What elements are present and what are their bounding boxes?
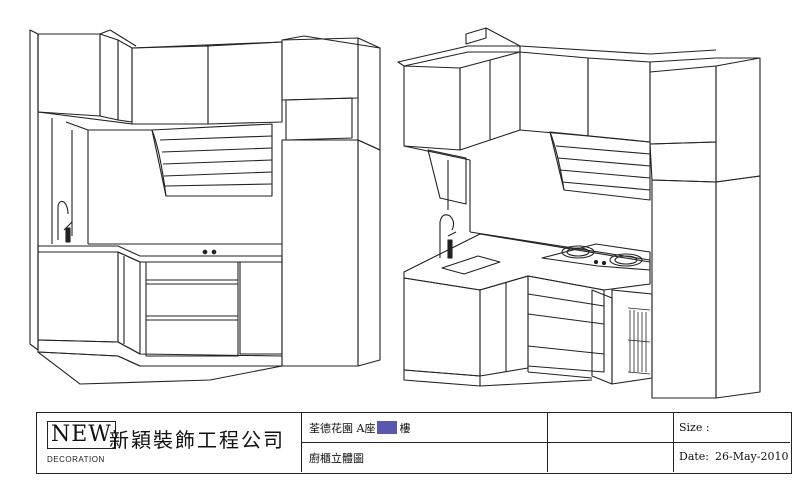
company-name: 新穎裝飾工程公司: [109, 428, 285, 452]
date-value: 26-May-2010: [715, 450, 789, 463]
size-label: Size :: [679, 421, 710, 434]
date-label: Date:: [679, 450, 710, 463]
project-name-suffix: 樓: [399, 422, 411, 435]
redaction-block: [377, 421, 398, 434]
title-block: NEW DECORATION 新穎裝飾工程公司 荃德花園 A座 樓 廚櫃立體圖 S…: [36, 412, 792, 474]
left-kitchen-view: [29, 29, 381, 385]
project-name: 荃德花園 A座 樓: [309, 420, 410, 436]
divider: [301, 442, 790, 443]
drawing-name: 廚櫃立體圖: [309, 452, 364, 465]
company-logo: NEW: [47, 421, 116, 449]
project-name-prefix: 荃德花園 A座: [309, 422, 376, 435]
kitchen-cabinet-drawing: [29, 27, 761, 399]
right-kitchen-view: [397, 27, 761, 399]
logo-subtitle: DECORATION: [47, 455, 105, 464]
